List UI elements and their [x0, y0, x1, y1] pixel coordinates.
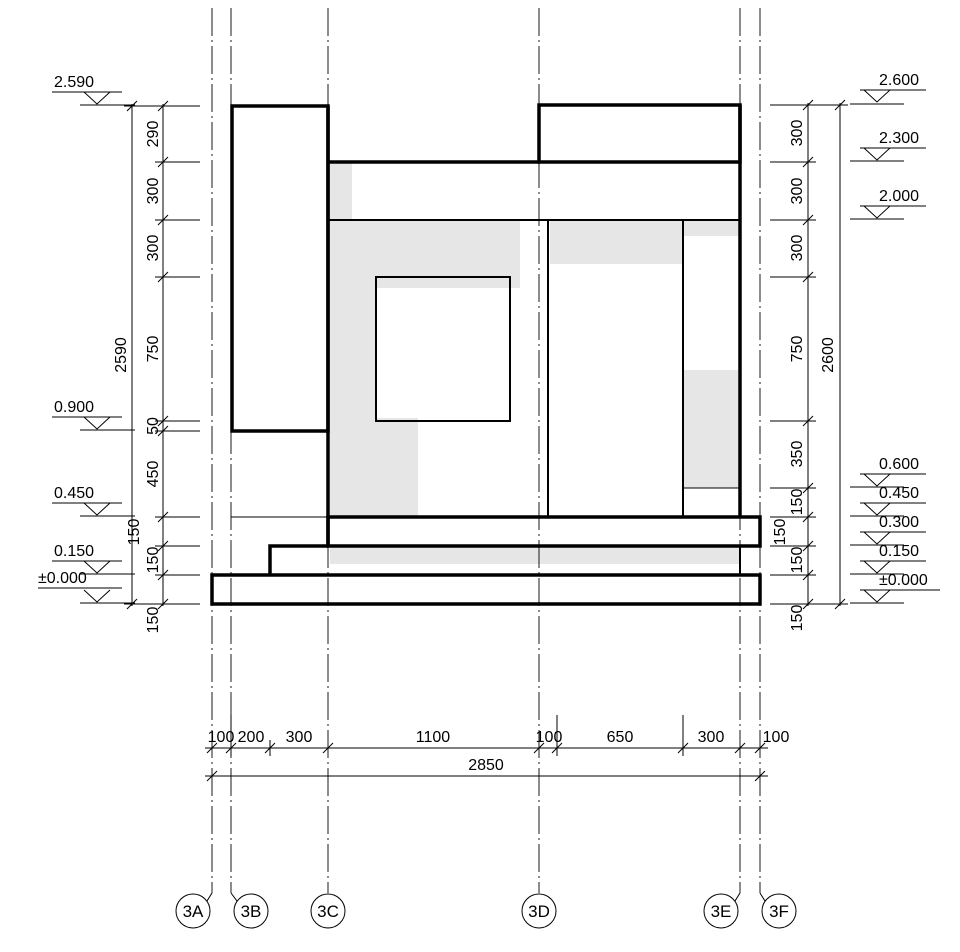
- axis-bubble-3b: 3B: [230, 892, 269, 929]
- elevation-label: 2.600: [879, 72, 919, 89]
- bottom-dimensions: 100 200 300 1100 100 650 300 100 2850: [205, 715, 790, 782]
- elevation-marker: ±0.000: [38, 570, 135, 604]
- elevation-marker: 2.300: [850, 130, 926, 162]
- dim-bottom-6: 650: [607, 729, 634, 746]
- elevation-label: 0.150: [54, 543, 94, 560]
- elevation-label: ±0.000: [879, 572, 928, 589]
- dim-bottom-overall: 2850: [468, 757, 504, 774]
- elevation-label: 0.450: [879, 485, 919, 502]
- dim-left-4: 750: [145, 336, 162, 363]
- elevation-label: 2.590: [54, 74, 94, 91]
- axis-bubble-3f: 3F: [759, 892, 797, 929]
- axis-bubble-3d: 3D: [521, 893, 557, 929]
- dim-left-2: 300: [145, 178, 162, 205]
- axis-label: 3A: [183, 902, 204, 921]
- elevation-markers-right: 2.600 2.300 2.000 0.600 0.450: [850, 72, 940, 604]
- axis-label: 3F: [769, 902, 789, 921]
- axis-label: 3E: [711, 902, 732, 921]
- left-column-block: [230, 104, 330, 433]
- step-middle-left: [268, 544, 328, 575]
- axis-bubble-3c: 3C: [310, 893, 346, 929]
- dim-bottom-7: 300: [698, 729, 725, 746]
- elevation-label: ±0.000: [38, 570, 87, 587]
- elevation-label: 0.600: [879, 456, 919, 473]
- elevation-label: 0.900: [54, 399, 94, 416]
- elevation-marker: ±0.000: [850, 572, 940, 604]
- grid-axis-bubbles: 3A 3B 3C 3D 3E 3F: [175, 892, 797, 929]
- base-slab: [210, 573, 762, 606]
- elevation-marker: 0.600: [850, 456, 926, 488]
- elevation-label: 2.300: [879, 130, 919, 147]
- dim-bottom-4: 1100: [416, 729, 451, 746]
- right-dimensions: 300 300 300 750 350 150 150 150 150 2600: [770, 99, 848, 632]
- elevation-marker: 0.450: [850, 485, 926, 517]
- elevation-label: 0.300: [879, 514, 919, 531]
- dim-right-7: 150: [772, 519, 789, 546]
- axis-label: 3C: [317, 902, 339, 921]
- dim-right-4: 750: [789, 336, 806, 363]
- dim-right-3: 300: [789, 235, 806, 262]
- window-opening: [375, 276, 511, 422]
- dim-left-1: 290: [145, 121, 162, 148]
- elevation-marker: 2.590: [52, 74, 135, 106]
- dim-right-overall: 2600: [820, 337, 837, 373]
- axis-bubble-3e: 3E: [703, 892, 741, 929]
- elevation-marker: 2.600: [850, 72, 926, 105]
- dim-bottom-1: 100: [208, 729, 235, 746]
- elevation-marker: 0.450: [52, 485, 135, 517]
- dim-left-overall: 2590: [113, 337, 130, 373]
- detail-lines: [231, 487, 740, 518]
- dim-right-8: 150: [789, 547, 806, 574]
- dim-bottom-5: 100: [536, 729, 563, 746]
- elevation-label: 2.000: [879, 188, 919, 205]
- step-upper: [326, 515, 762, 548]
- elevation-label: 0.150: [879, 543, 919, 560]
- dim-right-6: 150: [789, 489, 806, 516]
- shading: [330, 162, 740, 564]
- elevation-marker: 0.150: [850, 543, 926, 575]
- top-beam: [327, 161, 741, 221]
- elevation-label: 0.450: [54, 485, 94, 502]
- dim-left-8: 150: [145, 547, 162, 574]
- axis-bubble-3a: 3A: [175, 892, 213, 929]
- left-dimensions: 290 300 300 750 50 450 150 150 150 2590: [113, 100, 200, 634]
- elevation-marker: 2.000: [850, 188, 926, 220]
- dim-left-6: 450: [145, 461, 162, 488]
- dim-right-1: 300: [789, 120, 806, 147]
- dim-left-3: 300: [145, 235, 162, 262]
- dim-left-5: 50: [145, 417, 162, 435]
- elevation-marker: 0.900: [52, 399, 135, 431]
- elevation-marker: 0.150: [52, 543, 135, 575]
- dim-right-9: 150: [789, 605, 806, 632]
- dim-bottom-8: 100: [763, 729, 790, 746]
- dim-left-9: 150: [145, 607, 162, 634]
- dim-bottom-2: 200: [238, 729, 265, 746]
- top-right-block: [537, 103, 742, 164]
- building-outline: [210, 103, 762, 606]
- axis-label: 3D: [528, 902, 550, 921]
- dim-right-2: 300: [789, 178, 806, 205]
- elevation-markers-left: 2.590 0.900 0.450 0.150 ±0.000: [38, 74, 135, 604]
- axis-label: 3B: [241, 902, 262, 921]
- dim-bottom-3: 300: [286, 729, 313, 746]
- elevation-marker: 0.300: [850, 514, 926, 546]
- dim-right-5: 350: [789, 441, 806, 468]
- dim-left-7: 150: [126, 519, 143, 546]
